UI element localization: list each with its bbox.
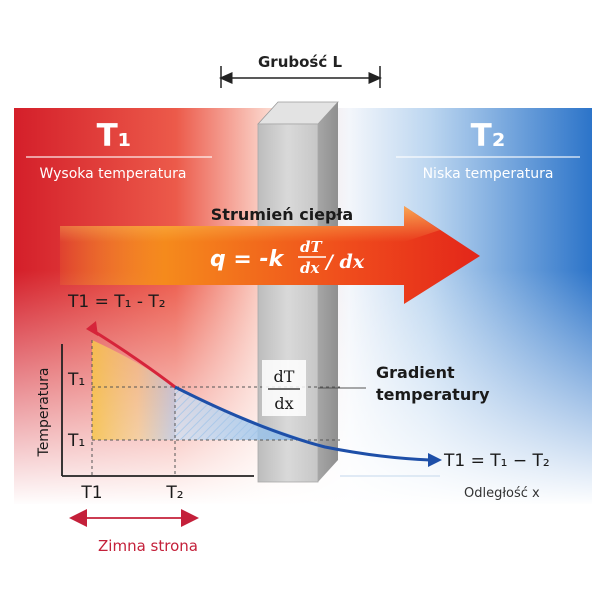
gradient-frac-num: dT <box>274 367 295 386</box>
heat-flux-label: Strumień ciepła <box>211 205 353 224</box>
heat-flux-arrow <box>60 206 480 304</box>
y-axis-label: Temperatura <box>36 368 52 458</box>
curve-start-arrowhead <box>86 321 98 336</box>
y-tick-low: T₁ <box>67 431 85 451</box>
y-tick-high: T₁ <box>67 370 85 390</box>
formula-tail: / dx <box>324 251 365 273</box>
curve-end-arrowhead <box>428 453 442 467</box>
formula-lhs: q = -k <box>210 247 285 272</box>
gradient-fraction: dT dx <box>262 360 306 416</box>
chart-top-formula: T1 = T₁ - T₂ <box>67 292 166 312</box>
hot-side-header: T₁ Wysoka temperatura <box>26 118 212 182</box>
formula-frac-den: dx <box>300 259 320 277</box>
gradient-frac-den: dx <box>274 394 293 413</box>
temperature-curve-blue <box>174 385 431 462</box>
thickness-label: Grubość L <box>258 53 342 71</box>
curve-end-label: T1 = T₁ − T₂ <box>443 451 550 471</box>
gradient-label-line2: temperatury <box>376 385 490 404</box>
gradient-label-line1: Gradient <box>376 363 455 382</box>
warm-area <box>92 340 175 440</box>
cold-side-header: T₂ Niska temperatura <box>396 118 580 182</box>
x-axis-label: Odległość x <box>464 486 540 501</box>
temperature-curve-red <box>91 328 176 389</box>
cold-side-title: T₂ <box>471 118 506 154</box>
cold-side-subtitle: Niska temperatura <box>423 166 554 182</box>
x-tick-2: T₂ <box>165 483 183 503</box>
hot-side-title: T₁ <box>97 118 132 154</box>
wall-slab <box>257 101 339 483</box>
cold-side-range-label: Zimna strona <box>98 537 198 555</box>
thickness-dimension: Grubość L <box>219 53 382 88</box>
cool-area-hatch <box>175 387 306 440</box>
gradient-fraction-box <box>262 360 306 416</box>
heat-flux-formula: q = -k dT dx / dx <box>210 238 365 277</box>
wall-front-face <box>257 123 319 483</box>
x-tick-1: T1 <box>80 483 102 503</box>
formula-frac-num: dT <box>300 238 323 256</box>
chart-axes <box>61 344 440 477</box>
wall-side-face <box>318 102 338 482</box>
hot-side-subtitle: Wysoka temperatura <box>40 166 187 182</box>
